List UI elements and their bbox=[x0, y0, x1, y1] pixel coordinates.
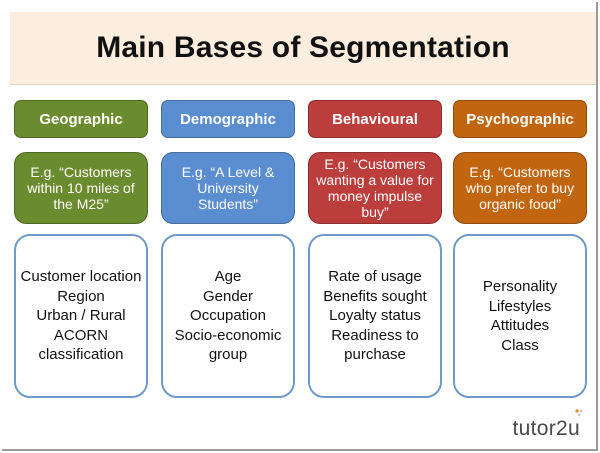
column-header: Psychographic bbox=[453, 100, 587, 138]
list-item: Rate of usage bbox=[328, 268, 422, 286]
list-item: Gender bbox=[202, 287, 254, 305]
list-item: Loyalty status bbox=[329, 307, 421, 325]
list-item: Class bbox=[501, 336, 539, 354]
list-item: Readiness to purchase bbox=[331, 326, 419, 364]
list-item: Occupation bbox=[190, 307, 266, 325]
detail-box: Rate of usage Benefits sought Loyalty st… bbox=[308, 234, 442, 398]
detail-list: Customer location Region Urban / Rural A… bbox=[16, 267, 146, 365]
title-bar: Main Bases of Segmentation bbox=[10, 12, 596, 85]
detail-box: Customer location Region Urban / Rural A… bbox=[14, 234, 148, 398]
list-item: Benefits sought bbox=[323, 287, 427, 305]
logo-mark-icon bbox=[575, 409, 583, 417]
detail-box: Personality Lifestyles Attitudes Class bbox=[453, 234, 587, 398]
list-item: Age bbox=[214, 268, 242, 286]
example-box: E.g. “Customers within 10 miles of the M… bbox=[14, 152, 148, 224]
list-item: ACORN classification bbox=[38, 326, 124, 364]
detail-box: Age Gender Occupation Socio-economic gro… bbox=[161, 234, 295, 398]
list-item: Personality bbox=[482, 278, 558, 295]
list-item: Lifestyles bbox=[488, 297, 552, 315]
column-header: Behavioural bbox=[308, 100, 442, 138]
list-item: Region bbox=[57, 287, 105, 305]
page-title: Main Bases of Segmentation bbox=[96, 31, 510, 64]
detail-list: Age Gender Occupation Socio-economic gro… bbox=[163, 267, 293, 365]
example-box: E.g. “Customers who prefer to buy organi… bbox=[453, 152, 587, 224]
column-header: Geographic bbox=[14, 100, 148, 138]
example-box: E.g. “A Level & University Students” bbox=[161, 152, 295, 224]
list-item: Attitudes bbox=[490, 317, 550, 334]
column-geographic: Geographic E.g. “Customers within 10 mil… bbox=[14, 100, 148, 398]
column-behavioural: Behavioural E.g. “Customers wanting a va… bbox=[308, 100, 442, 398]
example-box: E.g. “Customers wanting a value for mone… bbox=[308, 152, 442, 224]
column-header: Demographic bbox=[161, 100, 295, 138]
brand-logo: tutor2u bbox=[512, 417, 580, 440]
column-psychographic: Psychographic E.g. “Customers who prefer… bbox=[453, 100, 587, 398]
detail-list: Personality Lifestyles Attitudes Class bbox=[483, 277, 557, 355]
list-item: Socio-economic group bbox=[174, 326, 282, 364]
column-demographic: Demographic E.g. “A Level & University S… bbox=[161, 100, 295, 398]
list-item: Customer location bbox=[20, 268, 142, 286]
list-item: Urban / Rural bbox=[36, 307, 126, 325]
detail-list: Rate of usage Benefits sought Loyalty st… bbox=[310, 267, 440, 365]
